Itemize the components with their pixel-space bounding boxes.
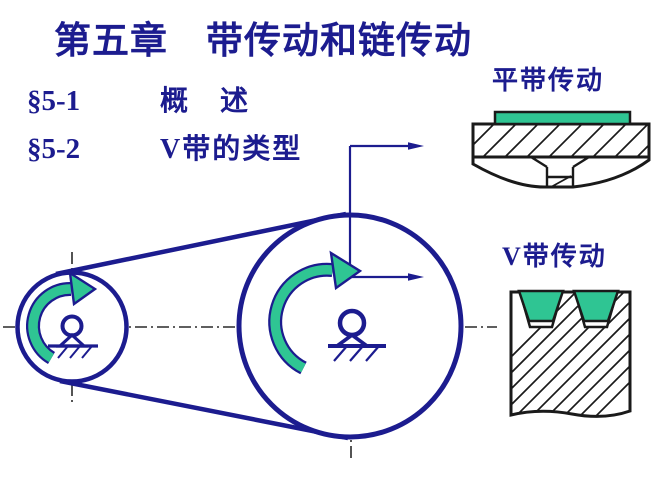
belt-drive-diagram [3, 142, 497, 458]
outline-item-number: §5-1 [27, 85, 81, 117]
v-belt [572, 289, 620, 323]
outline-item-number: §5-2 [27, 133, 81, 165]
v-belt [517, 289, 565, 323]
leader-arrow [348, 144, 412, 279]
slide-title: 第五章 带传动和链传动 [54, 21, 472, 62]
belt-upper-span [55, 211, 347, 277]
outline-item-label: V带的类型 [160, 134, 303, 165]
pulley-web [471, 157, 651, 189]
v-belt-section-diagram [509, 289, 632, 418]
v-belt-label: V带传动 [502, 242, 607, 271]
rotation-arrow-icon [26, 270, 98, 365]
leader-arrowhead-bottom [408, 273, 424, 281]
hatching [511, 292, 630, 417]
outline-item-label: 概 述 [160, 86, 251, 117]
leader-arrowhead-top [408, 142, 424, 150]
rotation-arrow-icon [268, 250, 363, 375]
bearing-support-icon [48, 314, 98, 359]
outline-item-5-2: §5-2 V带的类型 [27, 127, 302, 167]
pulley-hub [530, 155, 590, 188]
outline-item-5-1: §5-1 概 述 [27, 79, 250, 119]
flat-belt-label: 平带传动 [492, 66, 605, 95]
bearing-support-icon [328, 308, 386, 362]
flat-belt [493, 110, 632, 126]
belt-lower-span [59, 378, 349, 441]
hatching [473, 124, 649, 157]
flat-belt-section-diagram [471, 110, 651, 189]
